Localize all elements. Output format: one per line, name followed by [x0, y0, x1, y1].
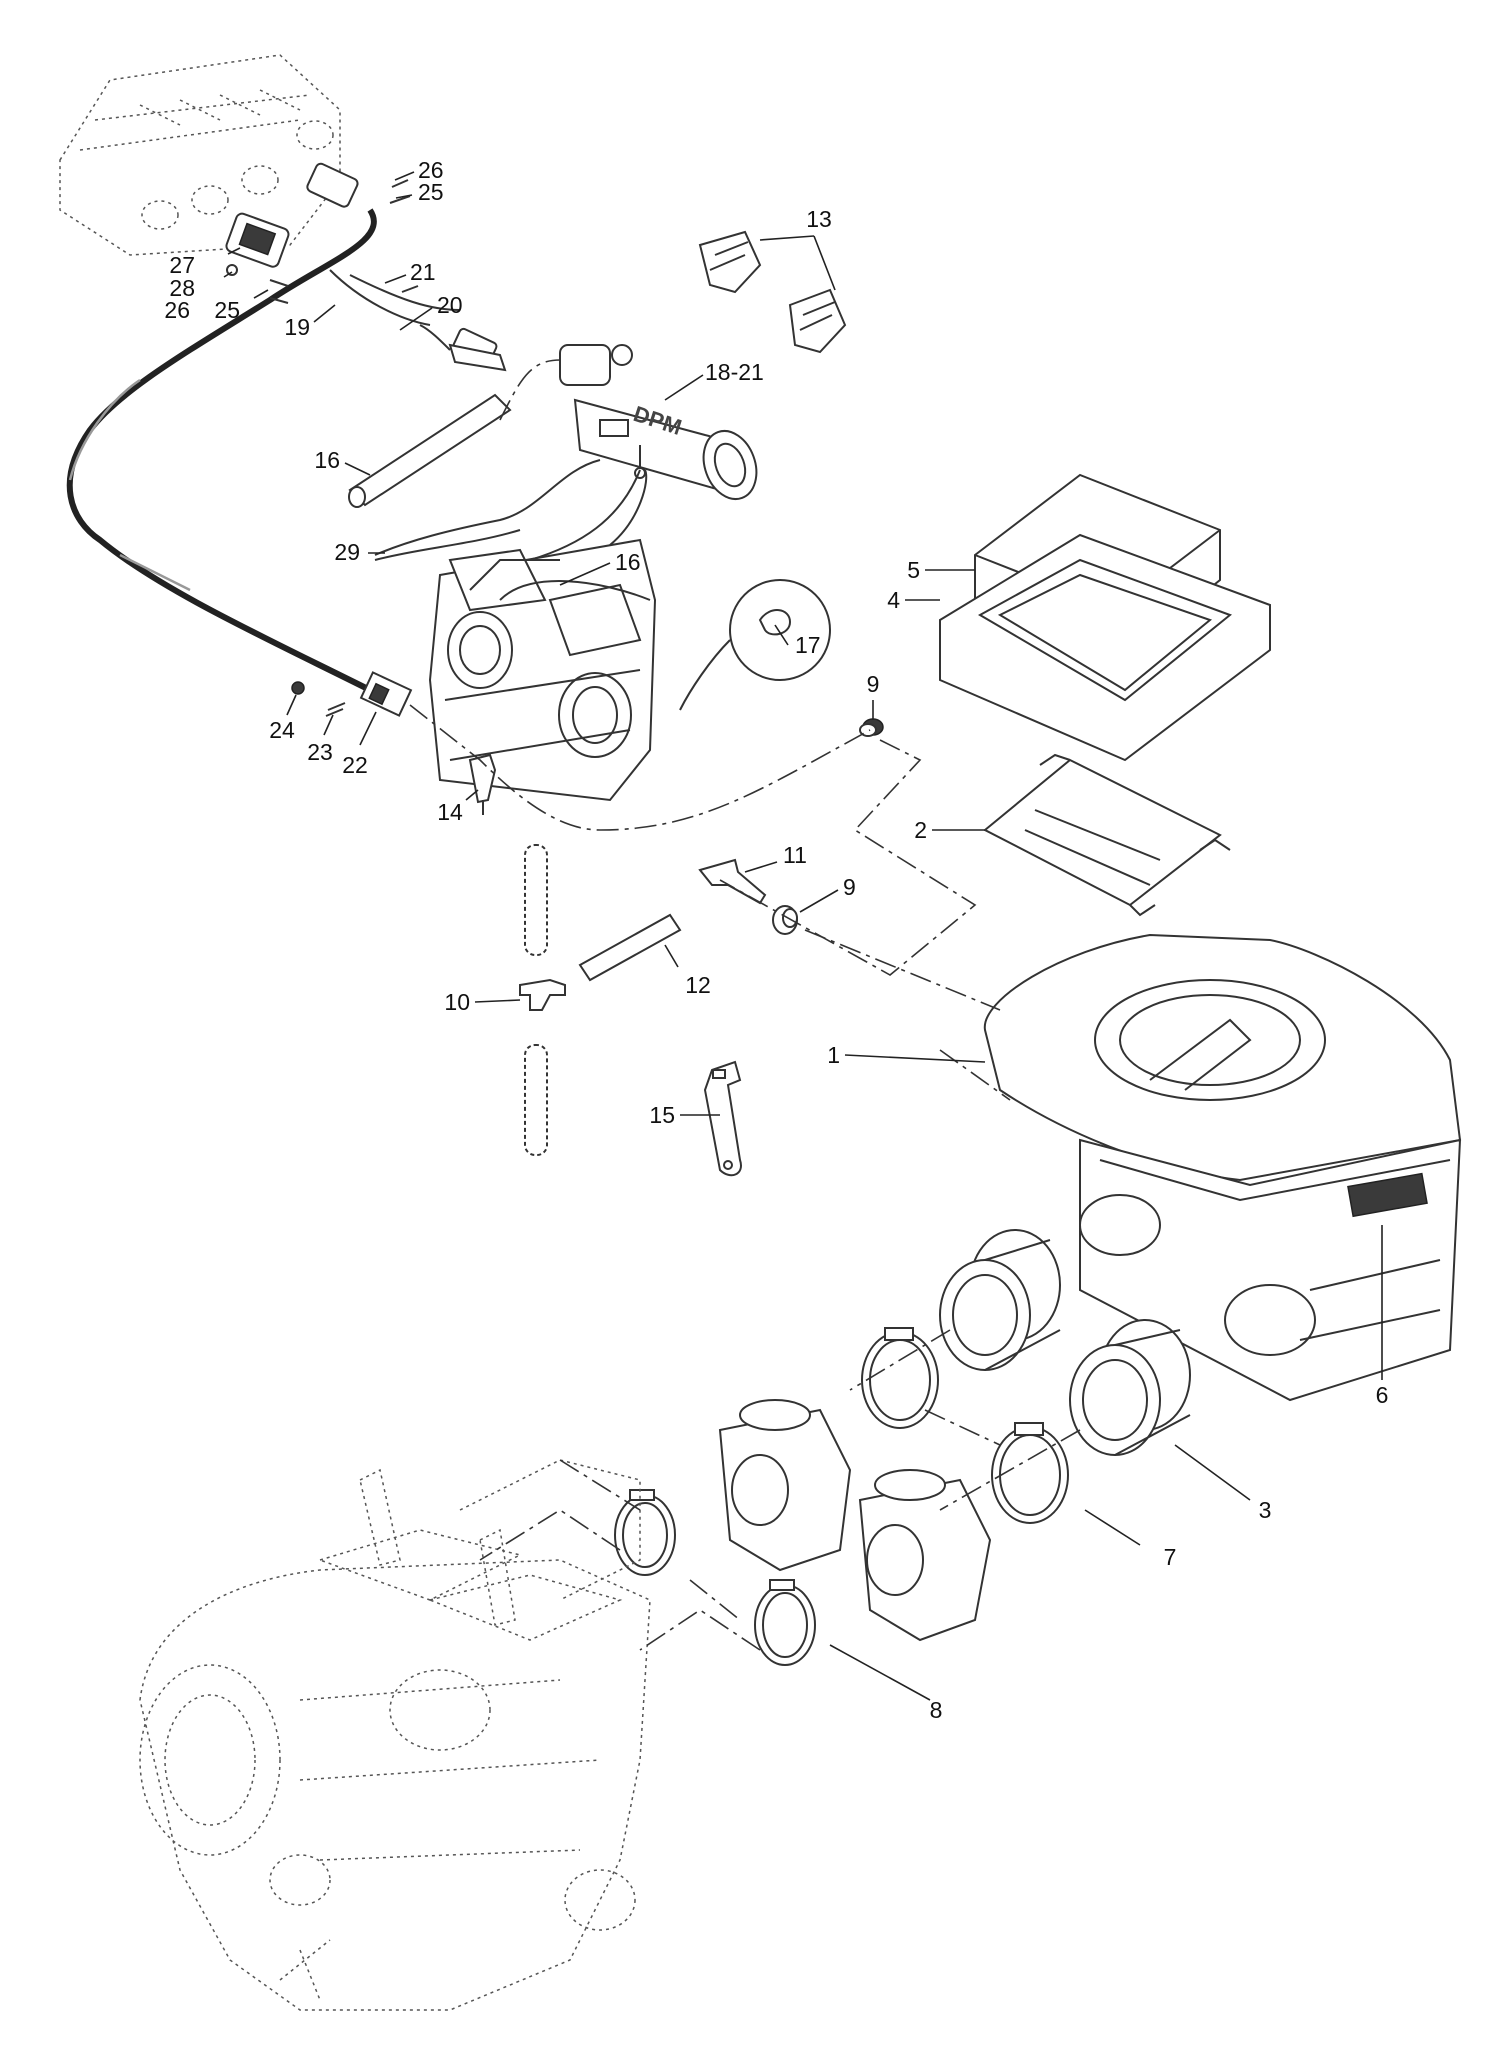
- label-part-20: 20: [437, 292, 463, 318]
- label-part-6: 6: [1376, 1382, 1389, 1408]
- label-part-15: 15: [649, 1102, 675, 1128]
- callout-labels: 1 2 3 4 5 6 7 8 9 9 10 11 12 13 14 15 16…: [164, 157, 1388, 1723]
- detail-17: [679, 579, 831, 711]
- label-part-11: 11: [783, 842, 807, 868]
- rubber-boots-3: [939, 1229, 1191, 1456]
- label-part-28: 28: [169, 275, 195, 301]
- clamps-7: [861, 1327, 1069, 1524]
- label-part-24: 24: [269, 717, 295, 743]
- ecu-module-ghost: [59, 54, 341, 256]
- label-part-18-21: 18-21: [705, 359, 764, 385]
- fitting-20: [419, 324, 507, 372]
- label-part-25-upper: 25: [418, 179, 444, 205]
- leader-lines: [223, 171, 1383, 1701]
- label-part-3: 3: [1259, 1497, 1272, 1523]
- small-fasteners: [226, 179, 419, 304]
- label-part-9-lower: 9: [843, 874, 856, 900]
- label-part-25-lower: 25: [214, 297, 240, 323]
- label-part-29: 29: [334, 539, 360, 565]
- label-part-1: 1: [827, 1042, 840, 1068]
- wiring-harness: [66, 162, 498, 717]
- dpm-module: DPM: [559, 344, 758, 500]
- label-part-23: 23: [307, 739, 333, 765]
- label-part-8: 8: [930, 1697, 943, 1723]
- small-items: [291, 681, 884, 1177]
- label-part-2: 2: [914, 817, 927, 843]
- label-part-17: 17: [795, 632, 821, 658]
- hose-16-left: [348, 393, 512, 508]
- label-part-26-lower: 26: [164, 297, 190, 323]
- clamps-8: [614, 1489, 816, 1666]
- label-part-19: 19: [284, 314, 310, 340]
- engine-ghost: [139, 1459, 651, 2011]
- plate-2: [983, 753, 1231, 917]
- label-part-21: 21: [410, 259, 436, 285]
- label-part-16-upper: 16: [314, 447, 340, 473]
- label-part-22: 22: [342, 752, 368, 778]
- label-part-14: 14: [437, 799, 463, 825]
- label-part-26-upper: 26: [418, 157, 444, 183]
- carburetor-assembly-upper: [428, 538, 657, 802]
- label-part-16-lower: 16: [615, 549, 641, 575]
- label-part-5: 5: [907, 557, 920, 583]
- assembly-lines: [409, 359, 1081, 1651]
- label-part-4: 4: [887, 587, 900, 613]
- filter-frame-4: [939, 533, 1271, 762]
- label-part-10: 10: [444, 989, 470, 1015]
- label-part-13: 13: [806, 206, 832, 232]
- label-part-12: 12: [685, 972, 711, 998]
- clips-13: [698, 230, 847, 354]
- air-silencer-box: [983, 933, 1462, 1402]
- carburetors-lower: [718, 1399, 992, 1642]
- label-part-27: 27: [169, 252, 195, 278]
- label-part-9-upper: 9: [867, 671, 880, 697]
- hoses-29-16: [374, 459, 648, 561]
- label-part-7: 7: [1164, 1544, 1177, 1570]
